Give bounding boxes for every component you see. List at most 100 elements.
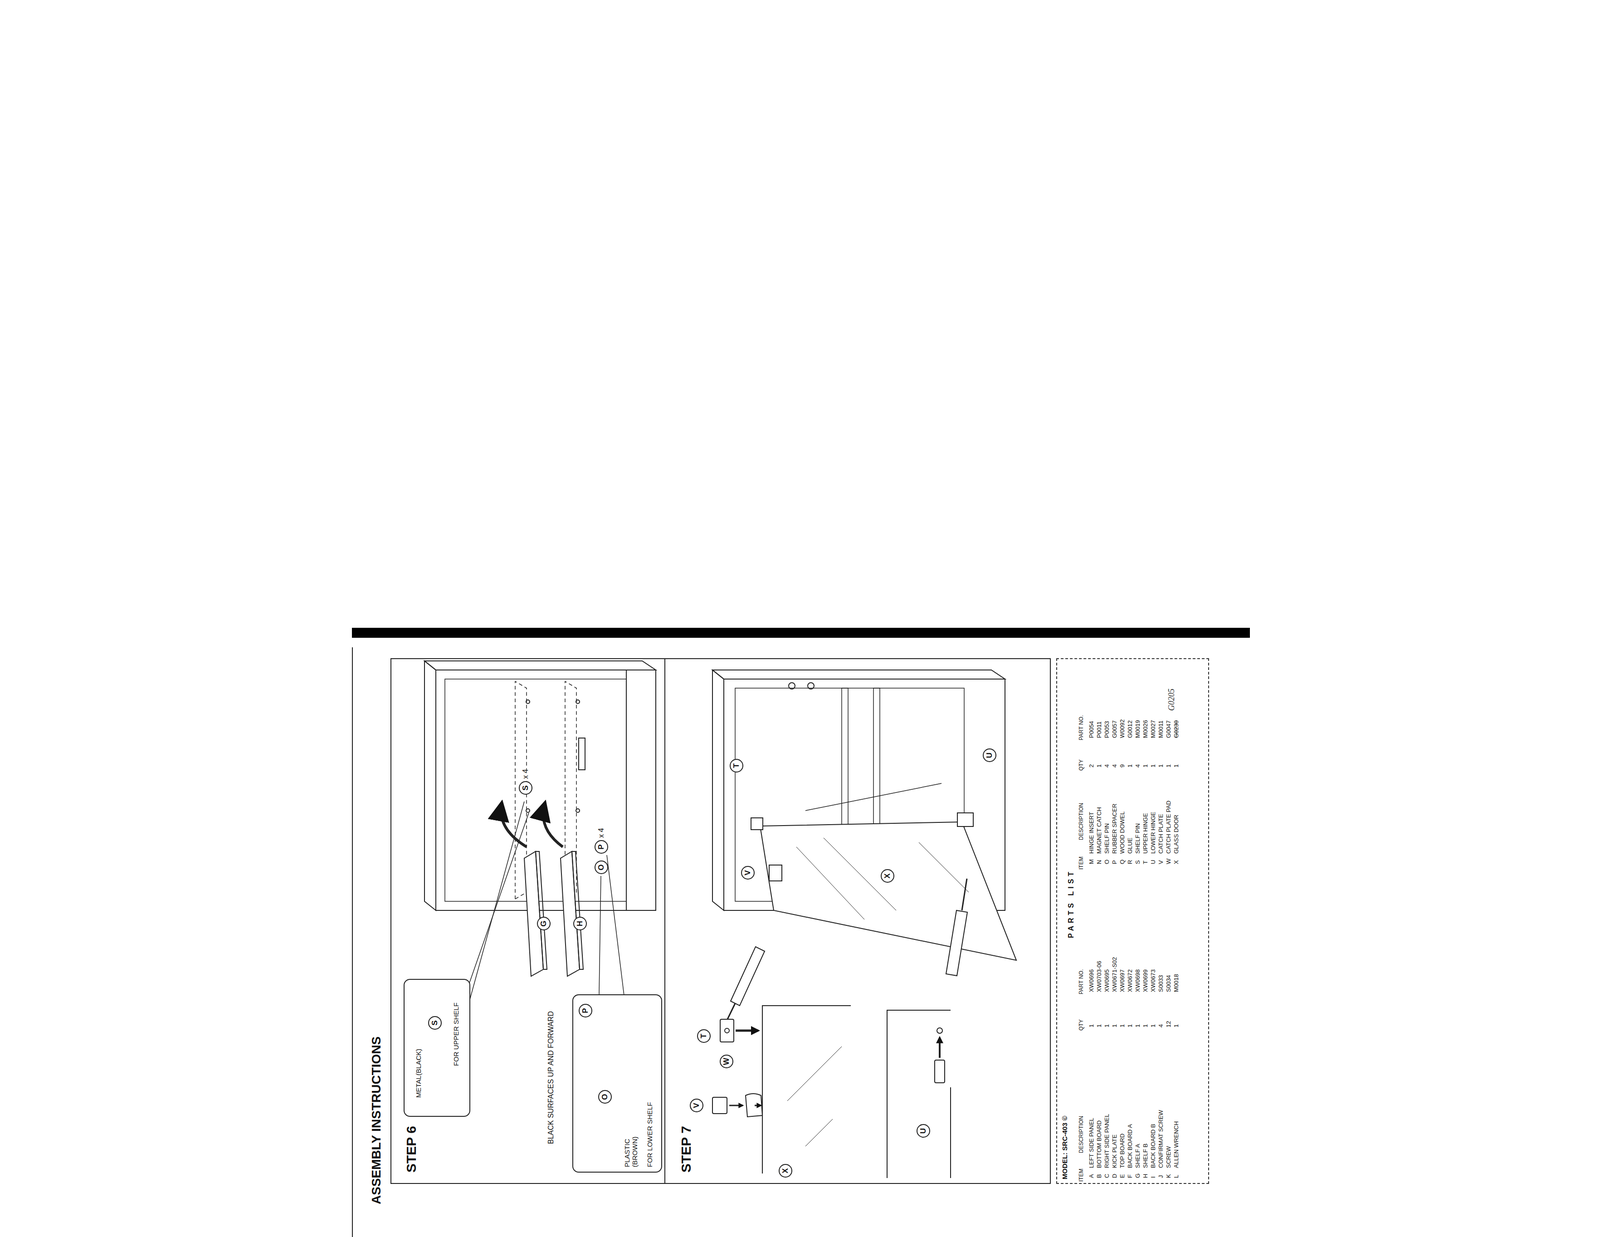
instruction-page: ASSEMBLY INSTRUCTIONSSTEP 6SMETAL(BLACK)…: [351, 627, 1250, 1237]
part-callout: U: [982, 748, 997, 762]
table-cell: H: [1142, 1173, 1150, 1178]
table-cell: 1: [1119, 1024, 1127, 1028]
table-cell: M0018: [1173, 973, 1181, 992]
step-heading: STEP 7: [678, 1125, 695, 1173]
part-callout: P: [578, 1003, 593, 1018]
table-cell: 1: [1157, 764, 1165, 768]
table-cell: 1: [1142, 1024, 1150, 1028]
table-cell: J: [1157, 1175, 1165, 1179]
table-header: DESCRIPTION: [1078, 802, 1085, 840]
table-cell: N: [1096, 859, 1103, 864]
table-cell: C: [1103, 1173, 1111, 1178]
table-cell: XW0703-06: [1096, 960, 1103, 992]
table-cell: XW0699: [1142, 969, 1150, 992]
table-cell: A: [1088, 1173, 1096, 1178]
table-header: DESCRIPTION: [1078, 1115, 1085, 1153]
table-cell: 1: [1173, 764, 1181, 768]
table-cell: P0053: [1103, 720, 1111, 738]
table-cell: XW0673: [1150, 969, 1157, 992]
table-cell: 1: [1142, 764, 1150, 768]
part-callout: U: [916, 1123, 931, 1138]
part-callout: H: [573, 916, 587, 931]
table-cell: S0034: [1165, 974, 1173, 992]
table-cell: MAGNET CATCH: [1096, 806, 1103, 854]
table-cell: 1: [1126, 764, 1134, 768]
table-cell: 1: [1111, 1024, 1119, 1028]
step-panel: STEP 7: [665, 658, 1051, 1184]
table-cell: G0012: [1126, 720, 1134, 738]
instruction-note: BLACK SURFACES UP AND FORWARD: [546, 1010, 556, 1144]
table-cell: 4: [1111, 764, 1119, 768]
table-header: ITEM: [1078, 1168, 1085, 1182]
table-cell: RUBBER SPACER: [1111, 803, 1119, 854]
table-cell: I: [1150, 1175, 1157, 1178]
handwritten-note: G0205: [1166, 688, 1177, 711]
table-cell: SCREW: [1165, 1146, 1173, 1168]
table-cell: 1: [1150, 764, 1157, 768]
table-cell: WOOD DOWEL: [1119, 811, 1127, 854]
part-callout: O: [594, 860, 609, 874]
table-cell: SHELF B: [1142, 1143, 1150, 1168]
table-cell: 2: [1088, 764, 1096, 768]
step-panel: STEP 6SMETAL(BLACK)FOR UPPER SHELFOPPLAS…: [390, 658, 666, 1184]
table-cell: B: [1096, 1173, 1103, 1178]
part-callout: S: [428, 1015, 442, 1030]
page-title: ASSEMBLY INSTRUCTIONS: [369, 1036, 384, 1205]
table-cell: 1: [1096, 764, 1103, 768]
part-callout: W: [719, 1054, 734, 1069]
table-cell: G0057: [1111, 720, 1119, 738]
table-cell: T: [1142, 860, 1150, 864]
quantity-note: x 4: [521, 769, 530, 779]
table-cell: O: [1103, 859, 1111, 864]
table-cell: 1: [1173, 1024, 1181, 1028]
table-cell: TOP BOARD: [1119, 1133, 1127, 1168]
table-cell: GLASS DOOR: [1173, 814, 1181, 854]
table-cell: XW0696: [1088, 969, 1096, 992]
table-cell: UPPER HINGE: [1142, 812, 1150, 854]
table-cell: Q: [1119, 859, 1127, 864]
table-cell: XW0695: [1103, 969, 1111, 992]
table-cell: LOWER HINGE: [1150, 811, 1157, 854]
table-cell: M0027: [1150, 719, 1157, 738]
table-cell: 1: [1134, 1024, 1142, 1028]
table-cell: G0047: [1165, 720, 1173, 738]
usage-note: FOR UPPER SHELF: [452, 1002, 460, 1066]
material-note: PLASTIC (BROWN): [623, 1126, 640, 1167]
table-header: QTY: [1078, 759, 1085, 771]
table-cell: 4: [1157, 1024, 1165, 1028]
table-cell: X: [1173, 859, 1181, 864]
table-cell: 1: [1126, 1024, 1134, 1028]
table-cell: GLUE: [1126, 837, 1134, 854]
table-cell: BOTTOM BOARD: [1096, 1120, 1103, 1168]
table-cell: D: [1111, 1173, 1119, 1178]
table-cell: 9: [1119, 764, 1127, 768]
part-callout: V: [689, 1098, 704, 1113]
table-cell: SHELF PIN: [1103, 823, 1111, 854]
part-callout: T: [729, 758, 744, 773]
table-cell: P0054: [1088, 720, 1096, 738]
table-cell: U: [1150, 859, 1157, 864]
callout-box: SMETAL(BLACK)FOR UPPER SHELF: [403, 978, 471, 1117]
table-cell: SHELF PIN: [1134, 823, 1142, 854]
table-cell: XW0671-S02: [1111, 956, 1119, 992]
table-cell: 4: [1134, 764, 1142, 768]
table-cell: LEFT SIDE PANEL: [1088, 1117, 1096, 1168]
table-cell: 12: [1165, 1020, 1173, 1028]
table-cell: CONFIRMAT SCREW: [1157, 1109, 1165, 1168]
table-title: PARTS LIST: [1067, 868, 1076, 938]
table-cell: KICK PLATE: [1111, 1134, 1119, 1168]
part-callout: X: [778, 1163, 793, 1178]
table-cell: P: [1111, 859, 1119, 864]
table-cell: R: [1126, 859, 1134, 864]
table-cell: 1: [1096, 1024, 1103, 1028]
quantity-note: x 4: [597, 828, 606, 838]
table-cell: XW0672: [1126, 969, 1134, 992]
table-cell: 1: [1165, 764, 1173, 768]
table-cell: M0019: [1134, 719, 1142, 738]
table-header: ITEM: [1078, 856, 1085, 870]
table-cell: 1: [1103, 1024, 1111, 1028]
table-cell: W: [1165, 858, 1173, 864]
table-cell: 1: [1150, 1024, 1157, 1028]
table-header: PART NO.: [1078, 969, 1085, 995]
table-cell: S0033: [1157, 974, 1165, 992]
